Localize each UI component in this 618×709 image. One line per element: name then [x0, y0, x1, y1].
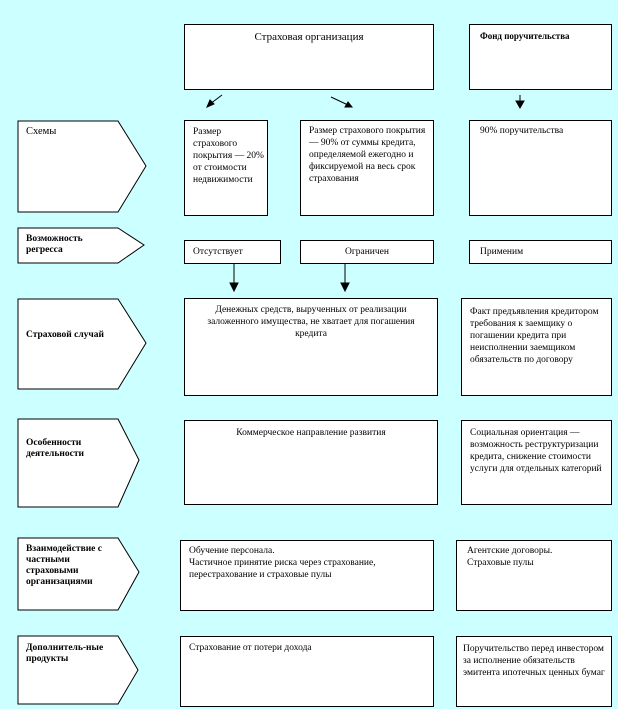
- row-label-interaction: Взаимодействие с частными страховыми орг…: [26, 544, 102, 587]
- interaction-left-line2: Частичное принятие риска через страхован…: [189, 558, 376, 580]
- row-label-regress: Возможность регресса: [26, 234, 83, 255]
- row-shape-event: [17, 298, 147, 390]
- interaction-right-line2: Страховые пулы: [467, 558, 534, 568]
- scheme-box-a: Размер страхового покрытия — 20% от стои…: [184, 120, 268, 216]
- regress-box-c: Применим: [469, 240, 612, 264]
- row-shape-regress: [17, 227, 145, 264]
- event-box-right: Факт предъявления кредитором требования …: [461, 298, 612, 396]
- regress-box-b: Ограничен: [300, 240, 434, 264]
- interaction-box-left: Обучение персонала. Частичное принятие р…: [180, 540, 434, 611]
- event-box-left: Денежных средств, вырученных от реализац…: [184, 298, 438, 396]
- scheme-box-c: 90% поручительства: [469, 120, 612, 216]
- features-box-right: Социальная ориентация — возможность рест…: [461, 420, 612, 505]
- interaction-left-line1: Обучение персонала.: [189, 546, 275, 556]
- extra-box-left: Страхование от потери дохода: [180, 636, 434, 707]
- interaction-box-right: Агентские договоры. Страховые пулы: [456, 540, 612, 611]
- interaction-right-line1: Агентские договоры.: [467, 546, 553, 556]
- extra-box-right: Поручительство перед инвестором за испол…: [456, 636, 612, 707]
- row-label-features: Особенности деятельности: [26, 438, 84, 459]
- row-label-schemes: Схемы: [26, 126, 57, 137]
- insurer-box: Страховая организация: [184, 24, 434, 90]
- fund-box: Фонд поручительства: [469, 24, 612, 90]
- row-label-event: Страховой случай: [26, 330, 104, 340]
- row-shape-interaction: [17, 537, 140, 611]
- arrow-insurer-b: [330, 96, 349, 106]
- features-box-left: Коммерческое направление развития: [184, 420, 438, 505]
- scheme-box-b: Размер страхового покрытия — 90% от сумм…: [300, 120, 434, 216]
- row-shape-extra: [17, 635, 139, 705]
- row-label-extra: Дополнитель-ные продукты: [26, 643, 104, 664]
- regress-box-a: Отсутствует: [184, 240, 281, 264]
- row-shape-features: [17, 418, 140, 508]
- row-shape-schemes: [17, 120, 147, 213]
